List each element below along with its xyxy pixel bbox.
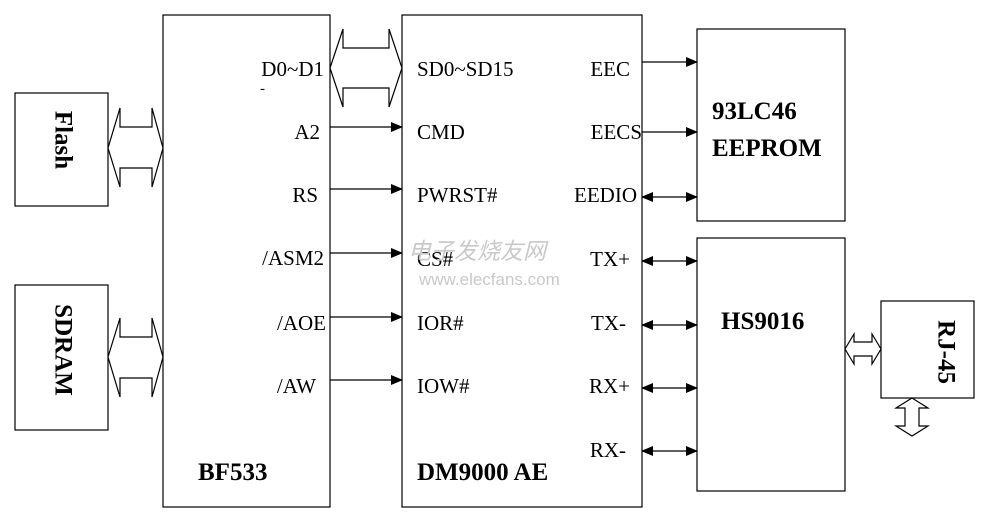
hs9016-label: HS9016 — [721, 308, 804, 335]
sdram-bus-arrow — [107, 317, 164, 398]
pin-aw: /AW — [277, 374, 316, 398]
watermark-cn: 电子发烧友网 — [408, 239, 549, 265]
pin-asm2: /ASM2 — [262, 246, 324, 270]
pin-d0-d1: D0~D1 — [261, 57, 324, 81]
dm9000-label: DM9000 AE — [417, 459, 548, 486]
pin-iow: IOW# — [417, 374, 470, 398]
pin-eecs: EECS — [591, 120, 642, 144]
pin-sd0-sd15: SD0~SD15 — [417, 57, 514, 81]
flash-label: Flash — [49, 111, 76, 169]
sdram-label: SDRAM — [49, 304, 76, 396]
sdram-block — [14, 284, 109, 431]
pin-rxm: RX- — [590, 438, 626, 462]
dm9000-block — [401, 14, 643, 508]
rj45-link-arrow — [844, 331, 882, 367]
eeprom-label-line1: 93LC46 — [712, 98, 797, 125]
pin-txp: TX+ — [590, 247, 630, 271]
pin-pwrst: PWRST# — [417, 183, 498, 207]
hs9016-block — [696, 237, 846, 492]
pin-cmd: CMD — [417, 120, 465, 144]
flash-bus-arrow — [107, 107, 164, 188]
bf533-block — [162, 14, 331, 508]
pin-aoe: /AOE — [277, 311, 326, 335]
watermark-url: www.elecfans.com — [418, 270, 560, 289]
flash-block — [14, 92, 109, 207]
pin-rs: RS — [292, 183, 318, 207]
pin-a2: A2 — [294, 120, 320, 144]
pin-cs: CS# — [417, 247, 454, 271]
eeprom-label-line2: EEPROM — [712, 135, 822, 162]
data-bus-arrow — [329, 28, 403, 108]
pin-rxp: RX+ — [589, 374, 630, 398]
pin-txm: TX- — [591, 311, 626, 335]
bf533-label: BF533 — [198, 459, 267, 486]
pin-eec: EEC — [590, 57, 630, 81]
pin-ior: IOR# — [417, 311, 464, 335]
pin-d-tick: - — [260, 81, 265, 97]
rj45-label: RJ-45 — [932, 320, 959, 384]
pin-eedio: EEDIO — [574, 183, 637, 207]
rj45-block — [880, 300, 975, 399]
rj45-ext-arrow — [893, 397, 931, 437]
eeprom-block — [696, 28, 846, 222]
